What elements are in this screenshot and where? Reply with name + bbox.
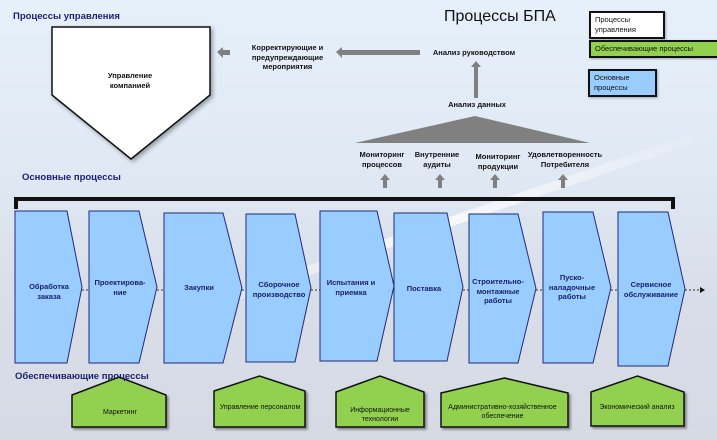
- support-process-label: Маркетинг: [102, 409, 138, 416]
- main-process-chevron[interactable]: [468, 213, 537, 364]
- monitoring-label: Удовлетворенность Потребителя: [527, 150, 603, 169]
- legend-item-management: Процессы управления: [589, 11, 665, 39]
- main-process-chevron[interactable]: [393, 212, 464, 362]
- arrow-up-icon: [490, 174, 500, 188]
- support-process-label: Информационные технологии: [350, 407, 410, 423]
- legend-item-main: Основные процессы: [588, 69, 657, 97]
- arrow-right-icon: [700, 287, 705, 293]
- main-processes-bracket: [14, 197, 675, 209]
- support-process-shape[interactable]: [335, 375, 425, 428]
- data-analysis-label: Анализ данных: [448, 100, 506, 109]
- main-process-label: Обработка заказа: [29, 282, 69, 301]
- main-process-label: Проектирова-ние: [94, 278, 146, 297]
- main-process-chevron[interactable]: [245, 213, 312, 363]
- main-process-chevron[interactable]: [163, 212, 243, 364]
- main-process-chevron[interactable]: [88, 210, 158, 364]
- monitoring-label: Внутренние аудиты: [414, 150, 460, 169]
- monitoring-label: Мониторинг продукции: [475, 152, 521, 171]
- support-process-shape[interactable]: [71, 376, 167, 428]
- legend-item-support: Обеспечивающие процессы: [589, 40, 717, 58]
- main-process-chevron[interactable]: [617, 211, 686, 367]
- arrow-up-icon: [558, 174, 568, 188]
- section-title-management: Процессы управления: [13, 11, 120, 22]
- monitoring-label: Мониторинг процессов: [359, 150, 405, 169]
- management-label: Управление компанией: [107, 71, 153, 90]
- page-title: Процессы БПА: [444, 8, 556, 25]
- corrective-actions-label: Корректирующие и предупреждающие меропри…: [251, 43, 324, 71]
- main-process-chevron[interactable]: [542, 211, 612, 364]
- main-process-label: Строительно-монтажные работы: [472, 277, 524, 305]
- support-process-label: Экономический анализ: [599, 404, 675, 411]
- main-process-label: Пуско-наладочные работы: [548, 273, 596, 301]
- data-roof-shape: [355, 116, 590, 143]
- arrow-up-icon: [380, 174, 390, 188]
- main-process-chevron[interactable]: [14, 210, 83, 364]
- arrow-left-icon: [217, 47, 230, 58]
- main-process-chevron[interactable]: [319, 210, 395, 362]
- support-process-label: Управление персоналом: [219, 404, 301, 411]
- section-title-support: Обеспечивающие процессы: [15, 371, 149, 382]
- support-process-shape[interactable]: [590, 375, 685, 427]
- main-process-label: Сборочное производство: [252, 280, 306, 299]
- arrow-left-icon: [336, 47, 420, 58]
- support-process-label: Административно-хозяйственное обеспечени…: [448, 404, 557, 420]
- management-shape[interactable]: [51, 26, 211, 160]
- arrow-up-icon: [471, 61, 481, 98]
- support-process-shape[interactable]: [213, 375, 306, 428]
- arrow-up-icon: [435, 174, 445, 188]
- main-process-label: Испытания и приемка: [326, 278, 376, 297]
- support-process-shape[interactable]: [440, 377, 569, 428]
- section-title-main: Основные процессы: [22, 172, 121, 183]
- management-review-label: Анализ руководством: [432, 48, 516, 57]
- main-process-label: Закупки: [184, 283, 214, 292]
- main-process-label: Сервисное обслуживание: [623, 280, 679, 299]
- main-process-label: Поставка: [406, 284, 442, 293]
